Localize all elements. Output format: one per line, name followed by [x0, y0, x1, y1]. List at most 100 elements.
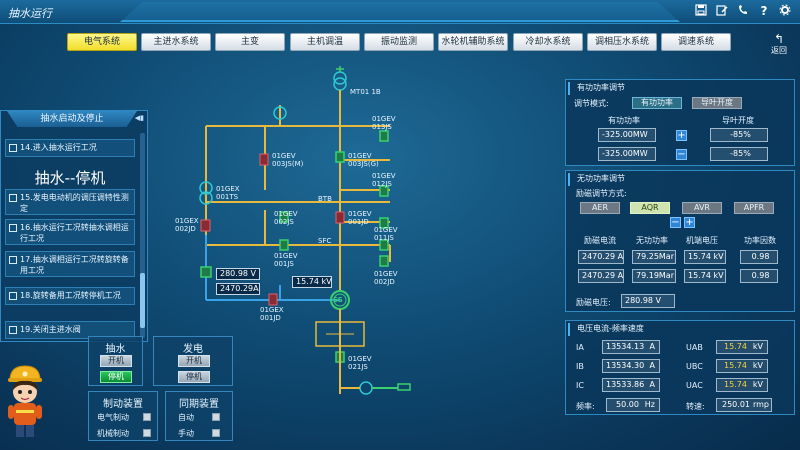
- step-item-17[interactable]: 17.抽水调相运行工况转旋转备用工况: [5, 251, 135, 277]
- label-gev013: 01GEV 013JS: [372, 115, 396, 131]
- mode-apfr-button[interactable]: APFR: [734, 202, 774, 214]
- steps-scrollbar[interactable]: [140, 133, 145, 338]
- ib-field: 13534.30 A: [602, 359, 660, 373]
- electric-brake-indicator[interactable]: [143, 413, 151, 421]
- guide-vane-actual-field: -85%: [710, 147, 768, 161]
- label-gex002jd: 01GEX 002JD: [175, 217, 199, 233]
- power-factor-set[interactable]: 0.98: [740, 250, 778, 264]
- header-reactive-power: 无功功率: [636, 236, 668, 245]
- reactive-increase-button[interactable]: +: [684, 217, 695, 228]
- back-label: 返回: [771, 46, 787, 55]
- ic-value: 13533.86: [606, 380, 645, 389]
- uab-value: 15.74: [724, 342, 747, 351]
- excitation-voltage-label: 励磁电压:: [576, 298, 611, 307]
- guide-vane-setpoint-field[interactable]: -85%: [710, 128, 768, 142]
- help-icon[interactable]: ?: [760, 4, 768, 18]
- step-label: 17.抽水调相运行工况转旋转备用工况: [20, 255, 129, 275]
- phone-icon[interactable]: [736, 4, 750, 18]
- excitation-current-set[interactable]: 2470.29 A: [578, 250, 624, 264]
- step-label: 14.进入抽水运行工况: [20, 143, 97, 152]
- mode-guide-vane-button[interactable]: 导叶开度: [692, 97, 742, 109]
- pump-control-box: 抽水 开机 停机: [88, 336, 143, 386]
- uab-label: UAB: [686, 343, 703, 352]
- tab-speed-control[interactable]: 调速系统: [661, 33, 731, 51]
- step-checkbox[interactable]: [9, 144, 17, 152]
- step-label: 19.关闭主进水阀: [20, 325, 81, 334]
- increase-power-button[interactable]: +: [676, 130, 687, 141]
- step-checkbox[interactable]: [9, 256, 17, 264]
- decrease-power-button[interactable]: −: [676, 149, 687, 160]
- tab-main-inlet[interactable]: 主进水系统: [141, 33, 211, 51]
- label-gev001jd: 01GEV 001JD: [348, 210, 372, 226]
- pump-title: 抽水: [105, 344, 126, 355]
- brake-title: 制动装置: [103, 399, 143, 410]
- step-checkbox[interactable]: [9, 224, 17, 232]
- settings-icon[interactable]: [778, 4, 792, 18]
- reactive-power-set[interactable]: 79.25Mar: [632, 250, 676, 264]
- steps-panel-title: 抽水启动及停止: [7, 111, 137, 127]
- mode-avr-button[interactable]: AVR: [682, 202, 722, 214]
- tab-main-transformer[interactable]: 主变: [215, 33, 285, 51]
- tab-cooling-water[interactable]: 冷却水系统: [513, 33, 583, 51]
- label-btb: BTB: [318, 195, 332, 203]
- sync-auto-indicator[interactable]: [212, 413, 220, 421]
- uac-label: UAC: [686, 381, 703, 390]
- step-checkbox[interactable]: [9, 194, 17, 202]
- title-icon-group: ?: [694, 4, 792, 18]
- step-checkbox[interactable]: [9, 326, 17, 334]
- tab-electrical[interactable]: 电气系统: [67, 33, 137, 51]
- uac-value: 15.74: [724, 380, 747, 389]
- gen-stop-button[interactable]: 停机: [178, 371, 210, 383]
- active-power-setpoint-field[interactable]: -325.00MW: [598, 128, 656, 142]
- mode-aqr-button[interactable]: AQR: [630, 202, 670, 214]
- mode-active-power-button[interactable]: 有功功率: [632, 97, 682, 109]
- tab-turbine-aux[interactable]: 水轮机辅助系统: [438, 33, 508, 51]
- sync-title: 同期装置: [179, 399, 219, 410]
- reactive-power-actual: 79.19Mar: [632, 269, 676, 283]
- mode-aer-button[interactable]: AER: [580, 202, 620, 214]
- pump-start-button[interactable]: 开机: [100, 355, 132, 367]
- uac-field: 15.74 kV: [716, 378, 768, 392]
- pin-icon[interactable]: ◀▮: [134, 114, 144, 122]
- freq-unit: Hz: [644, 400, 655, 409]
- header-excitation-current: 励磁电流: [584, 236, 616, 245]
- active-power-title: 有功功率调节: [568, 82, 625, 95]
- excitation-current-actual: 2470.29 A: [578, 269, 624, 283]
- ia-label: IA: [576, 343, 584, 352]
- reactive-decrease-button[interactable]: −: [670, 217, 681, 228]
- terminal-voltage-set[interactable]: 15.74 kV: [684, 250, 726, 264]
- ia-value: 13534.13: [606, 342, 645, 351]
- uab-field: 15.74 kV: [716, 340, 768, 354]
- reactive-power-panel: 无功功率调节 励磁调节方式: AER AQR AVR APFR − + 励磁电流…: [565, 170, 795, 312]
- electric-brake-label: 电气制动: [97, 413, 129, 422]
- worker-avatar: [4, 362, 46, 442]
- back-button[interactable]: ↰ 返回: [771, 33, 787, 56]
- power-factor-actual: 0.98: [740, 269, 778, 283]
- scrollbar-thumb[interactable]: [140, 273, 145, 328]
- speed-label: 转速:: [686, 402, 705, 411]
- ib-unit: A: [649, 361, 655, 370]
- step-item-16[interactable]: 16.抽水运行工况转抽水调相运行工况: [5, 219, 135, 245]
- freq-value: 50.00: [616, 400, 639, 409]
- pump-stop-button[interactable]: 停机: [100, 371, 132, 383]
- window-title: 抽水运行: [8, 7, 52, 20]
- edit-icon[interactable]: [715, 4, 729, 18]
- step-item-14[interactable]: 14.进入抽水运行工况: [5, 139, 135, 157]
- sync-manual-indicator[interactable]: [212, 429, 220, 437]
- tab-phase-modulation[interactable]: 调相压水系统: [587, 33, 657, 51]
- step-label: 16.抽水运行工况转抽水调相运行工况: [20, 223, 129, 243]
- save-icon[interactable]: [694, 4, 708, 18]
- step-item-15[interactable]: 15.发电电动机的调压调特性测定: [5, 189, 135, 215]
- step-item-19[interactable]: 19.关闭主进水阀: [5, 321, 135, 339]
- tab-temperature[interactable]: 主机调温: [290, 33, 360, 51]
- label-gev003g: 01GEV 003JS(G): [348, 152, 379, 168]
- mechanical-brake-indicator[interactable]: [143, 429, 151, 437]
- gen-start-button[interactable]: 开机: [178, 355, 210, 367]
- brake-control-box: 制动装置 电气制动 机械制动: [88, 391, 158, 441]
- tab-vibration[interactable]: 振动监测: [364, 33, 434, 51]
- steps-panel: 抽水启动及停止 ◀▮ 14.进入抽水运行工况 抽水--停机 15.发电电动机的调…: [0, 110, 148, 342]
- uac-unit: kV: [752, 380, 763, 389]
- step-item-18[interactable]: 18.旋转备用工况转停机工况: [5, 287, 135, 305]
- step-checkbox[interactable]: [9, 292, 17, 300]
- gen-title: 发电: [183, 344, 203, 355]
